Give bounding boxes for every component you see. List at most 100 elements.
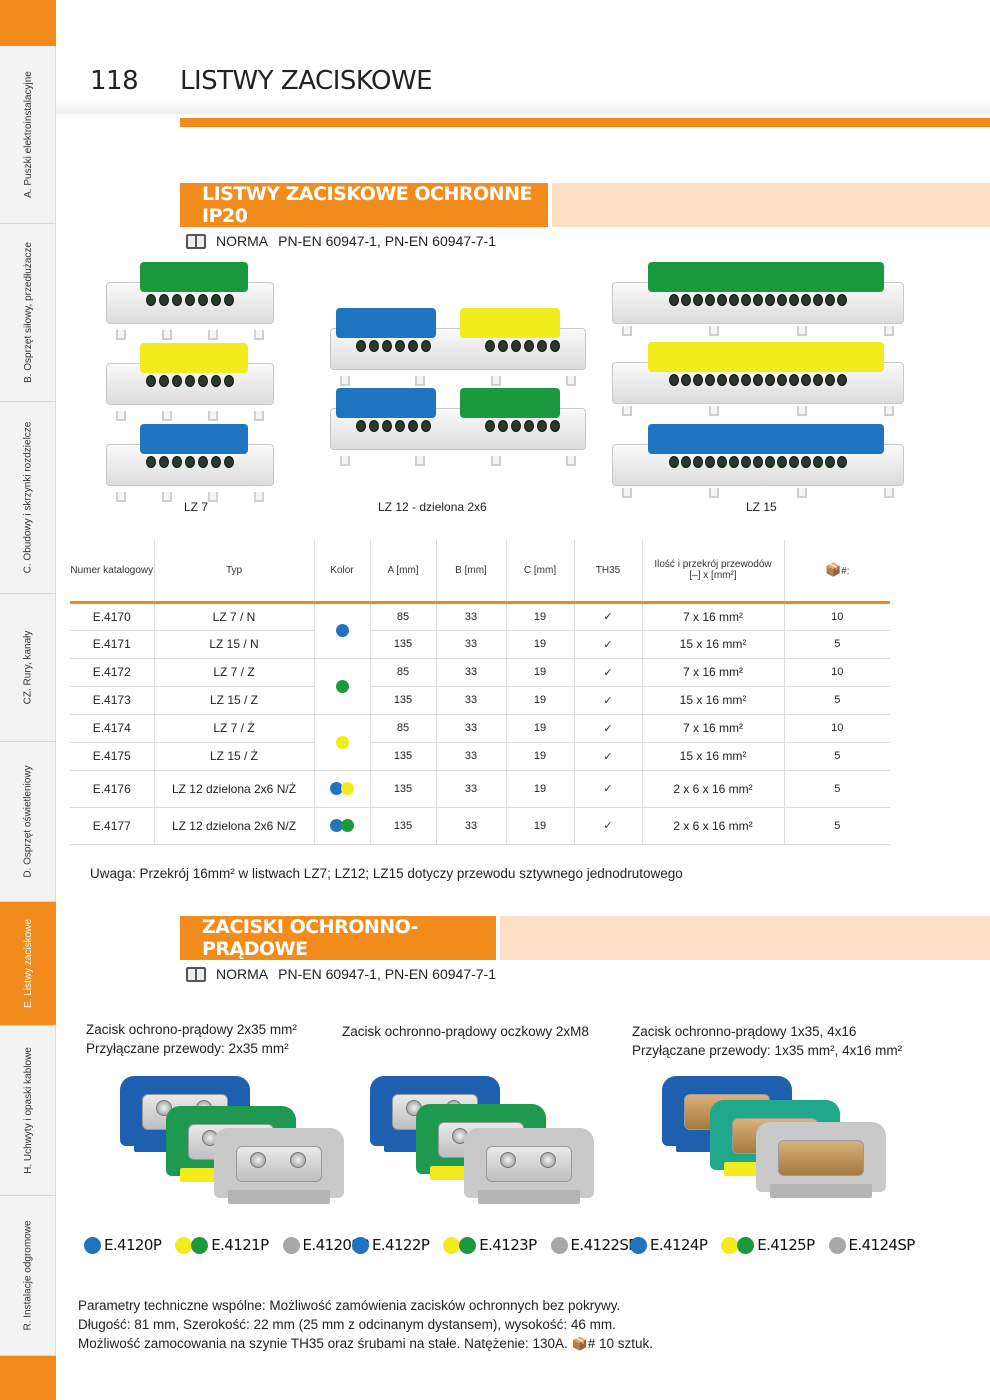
table-row: E.4176 LZ 12 dzielona 2x6 N/Ż 135 33 19 … <box>70 770 890 808</box>
product-caption-1: Zacisk ochrono-prądowy 2x35 mm² Przyłącz… <box>86 1020 297 1058</box>
table-row: E.4170 LZ 7 / N 85 33 19 ✓ 7 x 16 mm² 10 <box>70 602 890 659</box>
color-dot-yellow <box>721 1236 739 1254</box>
norma-value: PN-EN 60947-1, PN-EN 60947-7-1 <box>278 966 497 982</box>
section-title-fill <box>500 916 990 960</box>
clamp-grey <box>214 1128 344 1208</box>
cell-kolor <box>314 714 371 771</box>
clamp-grey <box>756 1122 886 1202</box>
cell-c: 19 <box>506 686 575 715</box>
section-title-listwy: LISTWY ZACISKOWE OCHRONNE IP20 <box>180 183 548 227</box>
color-dot-blue <box>630 1236 647 1254</box>
product-code: E.4124P <box>650 1236 708 1254</box>
sidebar-top-accent <box>0 0 56 46</box>
product-code: E.4120P <box>104 1236 162 1254</box>
page-number: 118 <box>90 66 139 96</box>
color-dot-green <box>335 679 349 693</box>
lz7-strip-yellow <box>106 343 274 421</box>
sidebar-tab-h[interactable]: H. Uchwyty i opaski kablowe <box>0 1026 56 1196</box>
cell-typ: LZ 15 / Z <box>154 686 315 715</box>
norma-line: NORMA PN-EN 60947-1, PN-EN 60947-7-1 <box>186 966 496 982</box>
header-a: A [mm] <box>370 540 437 604</box>
sidebar-tab-label: R. Instalacje odgromowe <box>22 1220 34 1331</box>
norma-line: NORMA PN-EN 60947-1, PN-EN 60947-7-1 <box>186 233 496 249</box>
product-caption-line: Zacisk ochronno-prądowy oczkowy 2xM8 <box>342 1024 589 1039</box>
cell-b: 33 <box>436 770 507 808</box>
codes-group-3: E.4124P E.4125P E.4124SP <box>630 1236 915 1254</box>
caption-lz12: LZ 12 - dzielona 2x6 <box>378 500 487 514</box>
params-pack: # 10 sztuk. <box>587 1336 653 1351</box>
cell-przekroj: 15 x 16 mm² <box>642 630 785 659</box>
product-caption-2: Zacisk ochronno-prądowy oczkowy 2xM8 <box>342 1022 589 1041</box>
cell-a: 135 <box>370 807 437 845</box>
sidebar-tab-cz[interactable]: CZ. Rury, kanały <box>0 594 56 742</box>
cell-typ: LZ 15 / Ż <box>154 742 315 771</box>
package-icon: 📦 <box>824 561 842 577</box>
cell-pack: 10 <box>784 658 890 687</box>
cell-b: 33 <box>436 714 507 743</box>
table-row: E.4171 LZ 15 / N 135 33 19 ✓ 15 x 16 mm²… <box>70 630 890 659</box>
color-dot-blue <box>335 624 349 637</box>
section-title-fill <box>552 183 990 227</box>
caption-lz15: LZ 15 <box>746 500 777 514</box>
cell-a: 85 <box>370 602 437 631</box>
color-dot-grey <box>828 1236 846 1254</box>
table-note: Uwaga: Przekrój 16mm² w listwach LZ7; LZ… <box>90 866 683 881</box>
sidebar-tab-r[interactable]: R. Instalacje odgromowe <box>0 1196 56 1356</box>
product-code: E.4125P <box>757 1236 815 1254</box>
lz12-strip-blue-green <box>330 388 586 466</box>
check-icon: ✓ <box>574 686 643 715</box>
sidebar-tab-d[interactable]: D. Osprzęt oświetleniowy <box>0 742 56 902</box>
book-icon <box>186 233 206 249</box>
header-pack: 📦#: <box>784 540 890 604</box>
caption-lz7: LZ 7 <box>184 500 209 514</box>
sidebar-tab-b[interactable]: B. Osprzęt siłowy, przedłużacze <box>0 224 56 402</box>
cell-cat: E.4170 <box>70 602 155 631</box>
sidebar-tab-e[interactable]: E. Listwy zaciskowe <box>0 902 56 1026</box>
codes-group-1: E.4120P E.4121P E.4120SP <box>84 1236 369 1254</box>
color-dot-green <box>737 1236 755 1254</box>
cell-przekroj: 2 x 6 x 16 mm² <box>642 807 785 845</box>
cell-przekroj: 7 x 16 mm² <box>642 658 785 687</box>
sidebar-tab-c[interactable]: C. Obudowy i skrzynki rozdzielcze <box>0 402 56 594</box>
product-code: E.4122SP <box>570 1236 638 1254</box>
product-code: E.4122P <box>372 1236 430 1254</box>
color-dot-yellow <box>341 782 354 795</box>
cell-cat: E.4177 <box>70 807 155 845</box>
table-row: E.4177 LZ 12 dzielona 2x6 N/Z 135 33 19 … <box>70 807 890 845</box>
cell-przekroj: 7 x 16 mm² <box>642 714 785 743</box>
color-dot-grey <box>550 1236 568 1254</box>
cell-b: 33 <box>436 807 507 845</box>
params-line: Długość: 81 mm, Szerokość: 22 mm (25 mm … <box>78 1317 616 1332</box>
sidebar-tab-label: E. Listwy zaciskowe <box>22 919 34 1008</box>
cell-pack: 10 <box>784 714 890 743</box>
table-row: E.4175 LZ 15 / Ż 135 33 19 ✓ 15 x 16 mm²… <box>70 742 890 771</box>
check-icon: ✓ <box>574 658 643 687</box>
spec-table: Numer katalogowy Typ Kolor A [mm] B [mm]… <box>70 540 890 845</box>
cell-b: 33 <box>436 742 507 771</box>
cell-b: 33 <box>436 602 507 631</box>
cell-kolor <box>314 807 371 845</box>
color-dot-blue <box>84 1236 101 1254</box>
norma-label: NORMA <box>216 233 269 249</box>
header-przekroj-line1: Ilość i przekrój przewodów <box>654 559 772 571</box>
cell-typ: LZ 7 / N <box>154 602 315 631</box>
cell-typ: LZ 15 / N <box>154 630 315 659</box>
sidebar-tab-a[interactable]: A. Puszki elektroinstalacyjne <box>0 46 56 224</box>
product-code: E.4121P <box>211 1236 269 1254</box>
header-numer: Numer katalogowy <box>70 540 155 604</box>
lz7-strip-green <box>106 262 274 340</box>
cell-cat: E.4175 <box>70 742 155 771</box>
cell-typ: LZ 7 / Z <box>154 658 315 687</box>
color-dot-blue <box>352 1236 369 1254</box>
header-przekroj-line2: [–] x [mm²] <box>689 570 737 582</box>
sidebar-bottom-accent <box>0 1356 56 1400</box>
lz12-strip-blue-yellow <box>330 308 586 386</box>
product-caption-line: Zacisk ochrono-prądowy 2x35 mm² <box>86 1022 297 1037</box>
product-caption-line: Przyłączane przewody: 1x35 mm², 4x16 mm² <box>632 1043 903 1058</box>
cell-c: 19 <box>506 602 575 631</box>
technical-params: Parametry techniczne wspólne: Możliwość … <box>78 1296 653 1353</box>
params-line: Parametry techniczne wspólne: Możliwość … <box>78 1298 621 1313</box>
book-icon <box>186 966 206 982</box>
cell-c: 19 <box>506 770 575 808</box>
sidebar-tab-label: H. Uchwyty i opaski kablowe <box>22 1047 34 1174</box>
